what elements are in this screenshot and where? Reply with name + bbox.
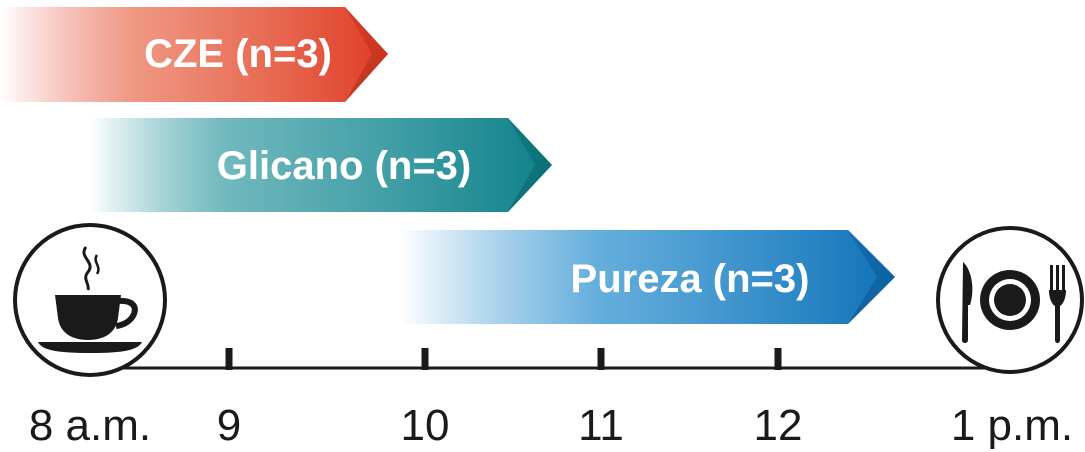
timeline-ticks [225, 348, 782, 370]
tick-label-9: 9 [217, 401, 241, 450]
bar-cze: CZE (n=3) [0, 7, 388, 102]
bar-glicano-arrow-edge [508, 118, 552, 212]
tick-label-1pm: 1 p.m. [951, 401, 1073, 450]
bar-cze-shape [0, 7, 388, 102]
bar-glicano-label: Glicano (n=3) [217, 144, 472, 188]
timeline-tick-labels: 8 a.m. 9 10 11 12 1 p.m. [29, 401, 1073, 450]
tick-label-8am: 8 a.m. [29, 401, 151, 450]
bar-glicano: Glicano (n=3) [90, 118, 552, 212]
coffee-cup-icon [13, 223, 167, 377]
bar-pureza: Pureza (n=3) [400, 230, 895, 324]
bar-pureza-arrow-edge [848, 230, 895, 324]
bar-glicano-shape [90, 118, 552, 212]
tick-label-11: 11 [578, 401, 624, 450]
tick-label-12: 12 [754, 401, 803, 450]
plate-cutlery-icon [936, 226, 1084, 374]
bar-cze-arrow-edge [345, 7, 388, 102]
bar-cze-label: CZE (n=3) [144, 32, 332, 76]
bar-pureza-label: Pureza (n=3) [571, 257, 810, 301]
tick-label-10: 10 [401, 401, 450, 450]
bar-pureza-shape [400, 230, 895, 324]
